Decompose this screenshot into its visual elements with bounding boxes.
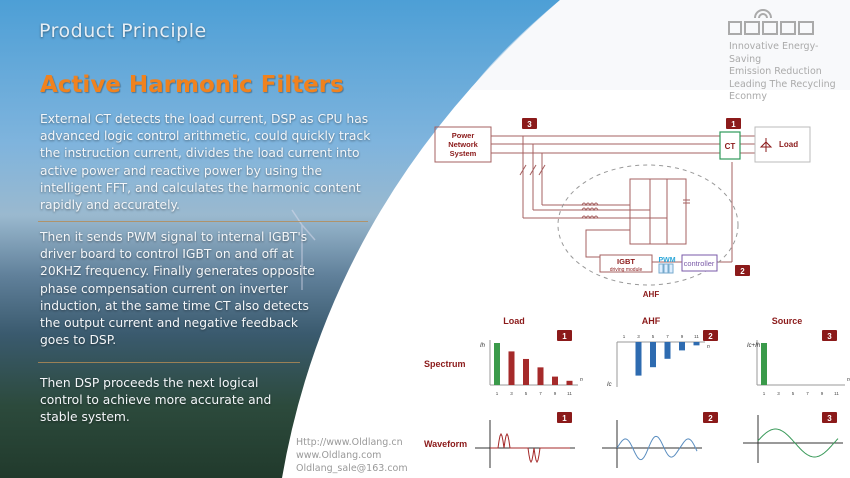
svg-text:3: 3 — [527, 120, 532, 129]
tick-label: 9 — [681, 334, 684, 339]
tick-label: 11 — [834, 391, 839, 396]
y-axis-label: Ih — [480, 343, 486, 349]
badge-2: 2 — [703, 330, 718, 341]
spectrum-chart-source: 1 3 5 7 9 11 Ic+Ih n — [747, 340, 850, 396]
website-link[interactable]: Http://www.Oldlang.cn — [296, 437, 403, 448]
svg-text:2: 2 — [708, 332, 713, 341]
waveform-source — [743, 415, 843, 463]
bar — [664, 342, 671, 359]
tagline-line: Econmy — [729, 91, 767, 102]
tick-label: 9 — [821, 391, 824, 396]
tick-label: 5 — [652, 334, 655, 339]
bar — [494, 343, 500, 385]
y-axis-label: Ic+Ih — [747, 343, 761, 349]
badge-1: 1 — [557, 412, 572, 423]
igbt-box — [599, 254, 653, 273]
igbt-sublabel: driving module — [610, 267, 643, 273]
bar — [693, 342, 700, 346]
tagline-line: Innovative Energy-Saving — [729, 41, 819, 65]
white-panel — [282, 0, 850, 478]
tagline-line: Emission Reduction — [729, 66, 822, 77]
ct-label: CT — [725, 142, 736, 151]
tick-label: 11 — [567, 391, 572, 396]
svg-text:1: 1 — [562, 414, 567, 423]
bar — [650, 342, 656, 368]
column-header-load: Load — [503, 316, 525, 326]
bar — [679, 342, 685, 351]
badge-3: 3 — [822, 330, 837, 341]
ct-box — [719, 131, 741, 160]
paragraph-3: Then DSP proceeds the next logical contr… — [40, 376, 272, 425]
n-label: n — [707, 344, 710, 350]
divider — [38, 362, 300, 363]
load-label: Load — [779, 140, 798, 149]
row-header-spectrum: Spectrum — [424, 359, 466, 369]
tick-label: 7 — [539, 391, 542, 396]
pwm-signal-icon — [658, 263, 674, 274]
bar — [537, 367, 544, 385]
tick-label: 5 — [525, 391, 528, 396]
bar — [635, 342, 642, 376]
igbt-label: IGBT — [617, 257, 635, 266]
tick-label: 9 — [554, 391, 557, 396]
badge-3: 3 — [822, 412, 837, 423]
bar — [761, 343, 767, 385]
tick-label: 3 — [777, 391, 780, 396]
tagline: Innovative Energy-Saving Emission Reduct… — [729, 41, 850, 104]
tick-label: 3 — [510, 391, 513, 396]
divider — [38, 221, 368, 222]
bar — [523, 358, 529, 385]
bar — [508, 351, 515, 385]
paragraph-2: Then it sends PWM signal to internal IGB… — [40, 230, 315, 348]
tick-label: 1 — [763, 391, 766, 396]
section-title: Product Principle — [39, 20, 207, 42]
waveform-ahf — [602, 420, 702, 468]
page-title: Active Harmonic Filters — [40, 72, 344, 98]
svg-text:2: 2 — [740, 267, 745, 276]
power-network-label: Power — [452, 131, 475, 140]
controller-box — [681, 254, 718, 272]
spectrum-chart-load: 1 3 5 7 9 11 Ih n — [480, 340, 583, 396]
email-link[interactable]: Oldlang_sale@163.com — [296, 463, 408, 474]
wind-turbine-icon — [291, 209, 316, 290]
tick-label: 11 — [694, 334, 699, 339]
column-header-ahf: AHF — [642, 316, 661, 326]
tick-label: 5 — [792, 391, 795, 396]
website-link[interactable]: www.Oldlang.com — [296, 450, 382, 461]
contact-info: Http://www.Oldlang.cn www.Oldlang.com Ol… — [296, 436, 408, 475]
svg-text:3: 3 — [827, 414, 832, 423]
tick-label: 7 — [806, 391, 809, 396]
waveform-load — [475, 420, 575, 468]
badge-2: 2 — [703, 412, 718, 423]
bar — [552, 376, 558, 385]
power-network-label: Network — [448, 140, 478, 149]
tick-label: 1 — [623, 334, 626, 339]
n-label: n — [847, 377, 850, 383]
tick-label: 3 — [637, 334, 640, 339]
controller-label: controller — [684, 259, 715, 268]
column-header-source: Source — [772, 316, 803, 326]
bar — [566, 380, 573, 385]
pwm-label: PWM — [658, 257, 675, 264]
badge-2: 2 — [735, 265, 750, 276]
tagline-line: Leading The Recycling — [729, 78, 836, 90]
ahf-label: AHF — [643, 290, 660, 299]
badge-3: 3 — [522, 118, 537, 129]
svg-text:1: 1 — [731, 120, 736, 129]
y-axis-label: Ic — [607, 382, 612, 388]
tick-label: 1 — [496, 391, 499, 396]
power-network-label: System — [450, 149, 477, 158]
diode-icon — [759, 138, 773, 152]
svg-text:2: 2 — [708, 414, 713, 423]
svg-text:3: 3 — [827, 332, 832, 341]
row-header-waveform: Waveform — [424, 439, 467, 449]
badge-1: 1 — [557, 330, 572, 341]
svg-text:1: 1 — [562, 332, 567, 341]
n-label: n — [580, 377, 583, 383]
tick-label: 7 — [666, 334, 669, 339]
paragraph-1: External CT detects the load current, DS… — [40, 112, 371, 213]
badge-1: 1 — [726, 118, 741, 129]
brand-logo — [728, 9, 814, 35]
